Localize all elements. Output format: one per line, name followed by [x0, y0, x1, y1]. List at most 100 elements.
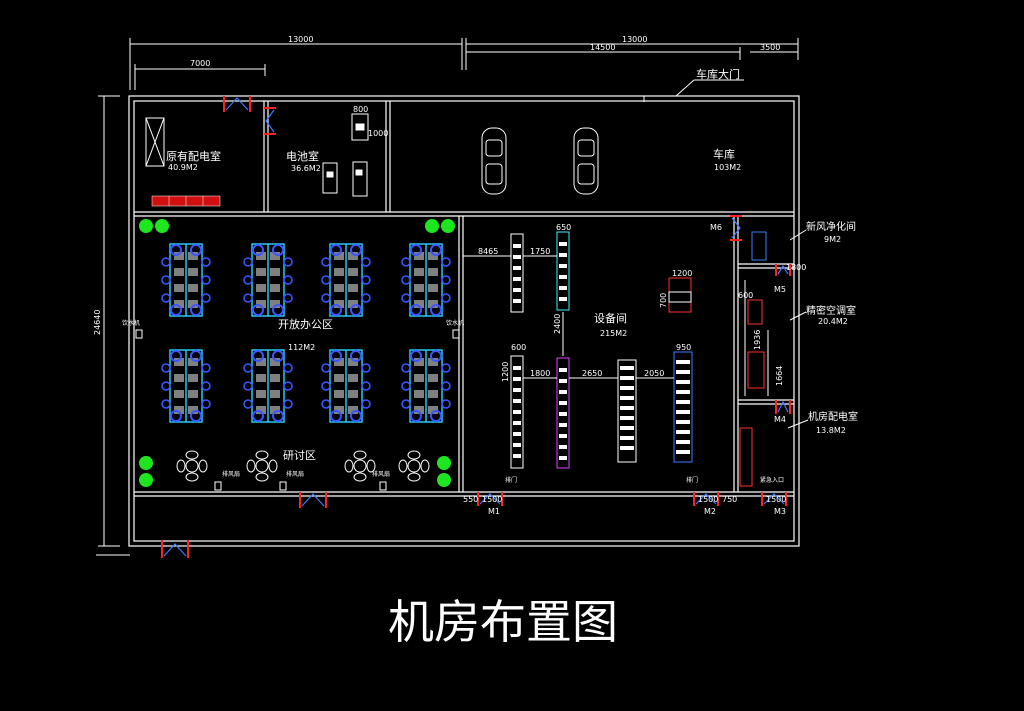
- dim-2650: 2650: [582, 369, 602, 378]
- chair-icon: [243, 257, 253, 267]
- desk-chair: [414, 406, 424, 414]
- room-battery-name: 电池室: [286, 149, 319, 163]
- rack-slot: [620, 386, 634, 390]
- dim-1800: 1800: [530, 369, 550, 378]
- discussion-tables: [176, 450, 430, 482]
- rack-slot: [513, 377, 521, 381]
- chair-icon: [170, 304, 182, 316]
- chair-icon: [252, 244, 264, 256]
- room-precision-ac-name: 精密空调室: [806, 304, 856, 317]
- desk-chair: [174, 268, 184, 276]
- chair-icon: [161, 275, 171, 285]
- rack-slot: [676, 400, 690, 404]
- table-top: [407, 459, 421, 473]
- room-orig-power-area: 40.9M2: [168, 163, 198, 172]
- desk-chair: [414, 252, 424, 260]
- chair-icon: [410, 304, 422, 316]
- chair-icon: [441, 381, 451, 391]
- desk-chair: [174, 390, 184, 398]
- top-dimensions: [129, 38, 799, 90]
- desk-chair: [188, 406, 198, 414]
- desk-cluster: [401, 349, 451, 423]
- desk-chair: [348, 252, 358, 260]
- desk-chair: [256, 374, 266, 382]
- rack-slot: [620, 376, 634, 380]
- rack-slot: [513, 410, 521, 414]
- chair-icon: [170, 350, 182, 362]
- chair-icon: [361, 293, 371, 303]
- chair-icon: [161, 381, 171, 391]
- rack-slot: [559, 286, 567, 290]
- rack-slot: [676, 410, 690, 414]
- chair-icon: [283, 293, 293, 303]
- room-fresh-air-name: 新风净化间: [806, 220, 856, 233]
- dim-top-total-left: 13000: [288, 35, 313, 44]
- desk-chair: [188, 358, 198, 366]
- table-chair: [420, 459, 430, 473]
- doors: [161, 96, 791, 558]
- chair-icon: [401, 363, 411, 373]
- chair-icon: [321, 257, 331, 267]
- room-fresh-air-area: 9M2: [824, 235, 841, 244]
- round-table: [176, 450, 208, 482]
- desk-chair: [256, 390, 266, 398]
- dim-600b: 600: [738, 291, 753, 300]
- desk-chair: [188, 284, 198, 292]
- dim-top-sub-right: 3500: [760, 43, 780, 52]
- dim-650: 650: [556, 223, 571, 232]
- table-top: [255, 459, 269, 473]
- dim-1500a: 1500: [482, 495, 502, 504]
- chair-icon: [201, 381, 211, 391]
- chair-icon: [201, 363, 211, 373]
- desk-chair: [428, 252, 438, 260]
- desk-chair: [348, 390, 358, 398]
- desk-chair: [174, 374, 184, 382]
- chair-icon: [350, 350, 362, 362]
- chair-icon: [190, 304, 202, 316]
- rack-slot: [559, 379, 567, 383]
- desk-chair: [270, 268, 280, 276]
- desk-chair: [256, 252, 266, 260]
- rack-slot: [676, 450, 690, 454]
- dim-2400: 2400: [553, 314, 562, 334]
- orig-power-room: [145, 117, 221, 207]
- dim-800: 800: [353, 105, 368, 114]
- dim-1500c: 1500: [766, 495, 786, 504]
- desk-chair: [256, 300, 266, 308]
- dim-550: 550: [463, 495, 478, 504]
- chair-icon: [170, 244, 182, 256]
- server-racks: [510, 231, 693, 469]
- chair-icon: [321, 399, 331, 409]
- chair-icon: [201, 293, 211, 303]
- door-label-m5: M5: [774, 285, 786, 294]
- chair-icon: [401, 257, 411, 267]
- dim-950: 950: [676, 343, 691, 352]
- rack-slot: [676, 370, 690, 374]
- chair-icon: [243, 293, 253, 303]
- table-chair: [185, 472, 199, 482]
- chair-icon: [441, 275, 451, 285]
- round-table: [344, 450, 376, 482]
- chair-icon: [252, 304, 264, 316]
- table-chair: [353, 450, 367, 460]
- chair-icon: [401, 399, 411, 409]
- desk-cluster: [321, 243, 371, 317]
- chair-icon: [283, 381, 293, 391]
- chair-icon: [330, 244, 342, 256]
- chair-icon: [361, 275, 371, 285]
- desk-chair: [428, 284, 438, 292]
- garage-door-leader: [675, 79, 695, 97]
- room-orig-power-name: 原有配电室: [166, 149, 221, 163]
- rack-slot: [559, 412, 567, 416]
- desk-chair: [334, 268, 344, 276]
- chair-icon: [161, 399, 171, 409]
- room-discussion-name: 研讨区: [283, 449, 316, 462]
- rack-slot: [513, 443, 521, 447]
- desk-chair: [334, 284, 344, 292]
- garage-door-label: 车库大门: [696, 67, 740, 81]
- chair-icon: [201, 275, 211, 285]
- dim-1200b: 1200: [501, 362, 510, 382]
- table-chair: [246, 459, 256, 473]
- table-chair: [255, 450, 269, 460]
